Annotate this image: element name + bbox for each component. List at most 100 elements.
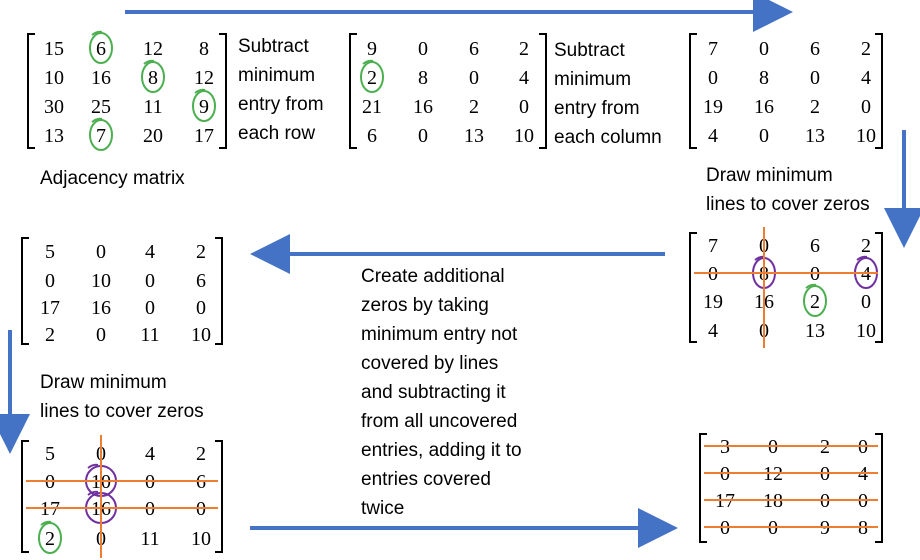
- matrix-cell: 0: [145, 270, 155, 292]
- right-bracket: [875, 232, 883, 343]
- matrix-cell: 13: [805, 125, 825, 147]
- matrix-cell: 10: [514, 125, 534, 147]
- matrix-cell: 0: [145, 297, 155, 319]
- green-circle-tick: [91, 117, 103, 123]
- matrix-cell: 0: [861, 96, 871, 118]
- matrix-cell: 6: [810, 38, 820, 60]
- label-line: Create additional: [361, 266, 505, 287]
- label-line: Draw minimum: [40, 372, 167, 393]
- matrix-cell: 0: [861, 291, 871, 313]
- label-line: each column: [554, 127, 662, 148]
- label-line: lines to cover zeros: [706, 194, 870, 215]
- matrix-cell: 12: [194, 67, 214, 89]
- adjacency-matrix-label: Adjacency matrix: [40, 168, 185, 189]
- matrix-cell: 20: [143, 125, 163, 147]
- purple-circle-tick: [856, 255, 868, 261]
- matrix-cell: 10: [191, 528, 211, 550]
- matrix-cell: 15: [44, 38, 64, 60]
- label-line: minimum: [554, 69, 632, 90]
- label-line: entries covered: [361, 469, 491, 490]
- matrix-cell: 4: [519, 67, 529, 89]
- matrix-cell: 16: [754, 96, 774, 118]
- label-line: Subtract: [554, 40, 625, 61]
- purple-circle-tick: [87, 490, 99, 496]
- matrix-cell: 10: [91, 270, 111, 292]
- matrix-cell: 13: [464, 125, 484, 147]
- matrix-cell: 0: [45, 270, 55, 292]
- label-line: zeros by taking: [361, 295, 489, 316]
- green-circle: [192, 90, 216, 122]
- matrix-cell: 0: [418, 125, 428, 147]
- left-bracket: [689, 33, 697, 149]
- matrix-cell: 17: [40, 297, 60, 319]
- matrix-cell: 11: [140, 324, 159, 346]
- label-line: Draw minimum: [706, 165, 833, 186]
- label-line: twice: [361, 498, 405, 519]
- matrix-cell: 8: [759, 67, 769, 89]
- matrix-cell: 7: [96, 125, 106, 147]
- right-bracket: [215, 440, 223, 553]
- matrix-cell: 2: [196, 241, 206, 263]
- label-line: and subtracting it: [361, 382, 506, 403]
- green-circle-tick: [362, 59, 374, 65]
- matrix-cell: 6: [367, 125, 377, 147]
- matrix-cell: 13: [805, 320, 825, 342]
- matrix-cell: 8: [148, 67, 158, 89]
- matrix-cell: 19: [703, 291, 723, 313]
- matrix-cell: 2: [469, 96, 479, 118]
- left-bracket: [689, 232, 697, 343]
- matrix-cell: 21: [362, 96, 382, 118]
- matrix-cell: 2: [45, 324, 55, 346]
- green-circle: [38, 522, 62, 554]
- label-line: minimum entry not: [361, 324, 518, 345]
- label-line: lines to cover zeros: [40, 401, 204, 422]
- label-line: minimum: [238, 65, 316, 86]
- right-bracket: [219, 33, 227, 149]
- matrix-cell: 4: [708, 125, 718, 147]
- left-bracket: [699, 433, 707, 543]
- matrix-cell: 0: [469, 67, 479, 89]
- matrix-cell: 16: [91, 297, 111, 319]
- matrix-cell: 2: [367, 67, 377, 89]
- matrix-cell: 10: [856, 125, 876, 147]
- matrix-cell: 2: [196, 443, 206, 465]
- label-line: covered by lines: [361, 353, 499, 374]
- matrix-cell: 17: [194, 125, 214, 147]
- matrix-cell: 0: [810, 67, 820, 89]
- green-circle-tick: [40, 520, 52, 526]
- right-bracket: [215, 237, 223, 345]
- matrix-cell: 5: [45, 443, 55, 465]
- matrix-cell: 5: [45, 241, 55, 263]
- matrix-cell: 0: [418, 38, 428, 60]
- matrix-cell: 8: [418, 67, 428, 89]
- matrix-cell: 25: [91, 96, 111, 118]
- left-bracket: [27, 33, 35, 149]
- matrix-cell: 6: [96, 38, 106, 60]
- matrix-cell: 6: [810, 235, 820, 257]
- matrix-cell: 6: [196, 270, 206, 292]
- matrix-cell: 12: [143, 38, 163, 60]
- matrix-cell: 2: [45, 528, 55, 550]
- matrix-cell: 10: [191, 324, 211, 346]
- matrix-cell: 0: [96, 241, 106, 263]
- matrix-cell: 8: [199, 38, 209, 60]
- matrix-cell: 4: [861, 67, 871, 89]
- matrix-cell: 16: [91, 67, 111, 89]
- matrix-cell: 19: [703, 96, 723, 118]
- green-circle-tick: [194, 88, 206, 94]
- label-line: Subtract: [238, 36, 309, 57]
- matrix-cell: 7: [708, 38, 718, 60]
- matrix-cell: 16: [413, 96, 433, 118]
- matrix-cell: 30: [44, 96, 64, 118]
- matrix-cell: 2: [810, 96, 820, 118]
- left-bracket: [21, 237, 29, 345]
- green-circle: [141, 61, 165, 93]
- matrix-cell: 0: [96, 324, 106, 346]
- matrix-m7: 3020012041718000098: [699, 433, 883, 543]
